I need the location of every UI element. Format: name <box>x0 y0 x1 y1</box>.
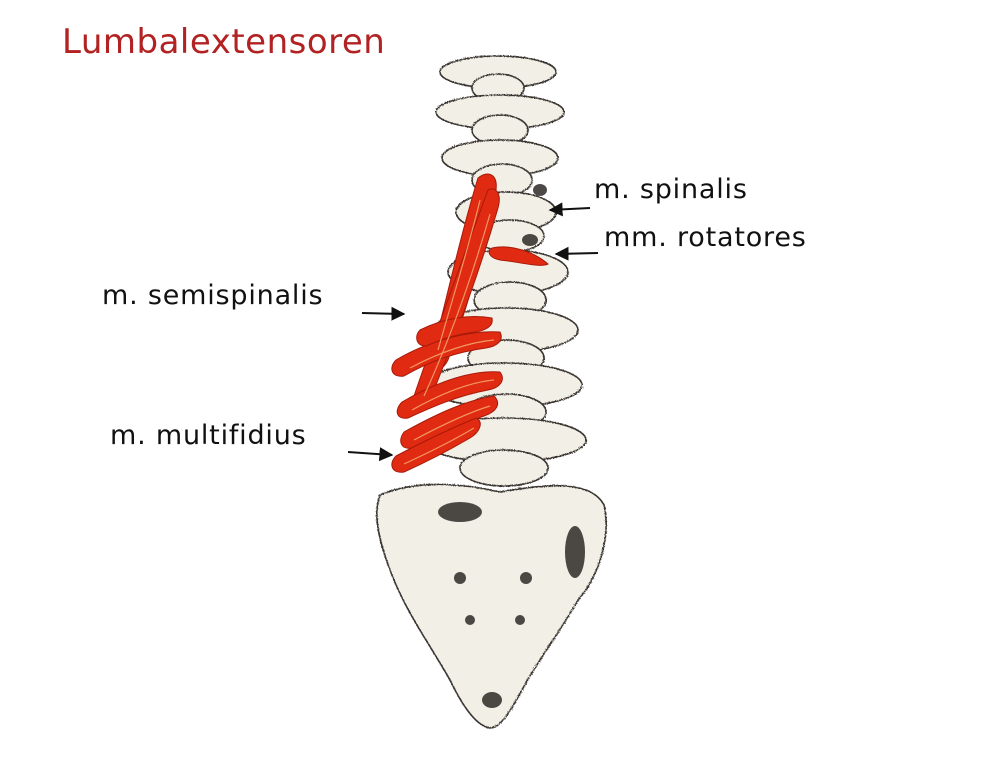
label-semispinalis: m. semispinalis <box>102 280 324 311</box>
muscle-multifidius <box>391 417 481 473</box>
sacrum <box>375 483 607 729</box>
pointer-spinalis <box>548 202 591 217</box>
muscle-band-4 <box>416 316 493 347</box>
muscle-rotatores <box>488 246 549 266</box>
muscle-fiber-lines <box>403 199 495 465</box>
vertebra-t12 <box>441 139 559 197</box>
label-multifidius: m. multifidius <box>110 420 307 451</box>
pointer-lines <box>347 202 599 462</box>
pointer-semispinalis <box>361 306 406 321</box>
vertebral-column <box>375 55 607 729</box>
page-title: Lumbalextensoren <box>62 22 386 62</box>
label-rotatores: mm. rotatores <box>604 222 807 253</box>
label-spinalis: m. spinalis <box>594 174 748 205</box>
bone-shading <box>438 184 585 708</box>
vertebra-t11 <box>435 94 565 146</box>
vertebra-t10 <box>439 55 557 103</box>
pointer-rotatores <box>554 246 599 261</box>
pointer-multifidius <box>347 447 394 462</box>
